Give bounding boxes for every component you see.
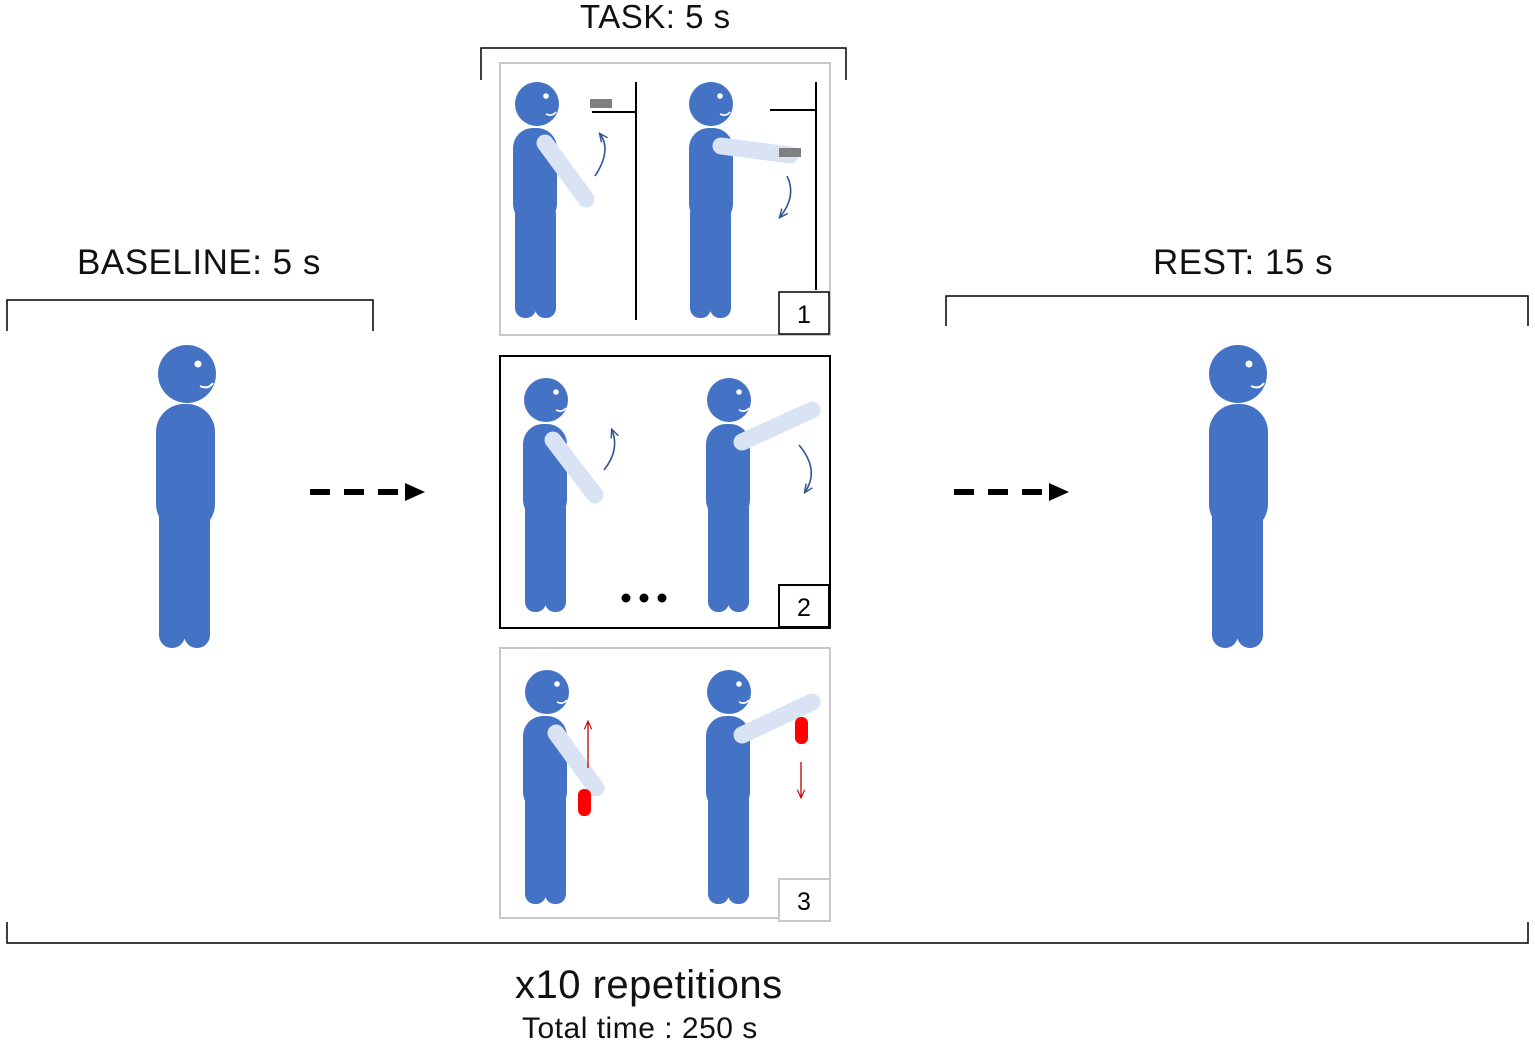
- rest-phase-label: REST: 15 s: [1153, 243, 1334, 282]
- task-panel-3: 3: [499, 647, 831, 922]
- panel2-figure-arm-raised: [706, 378, 821, 612]
- arrow-task-to-rest: [954, 483, 1069, 501]
- repetition-bracket: [6, 922, 1529, 944]
- panel1-figure-arm-down: [513, 82, 595, 318]
- rest-bracket: [945, 295, 1529, 326]
- baseline-figure: [156, 345, 216, 648]
- panel-number-2: 2: [797, 594, 811, 622]
- elastic-band-high: [795, 717, 808, 744]
- panel2-figure-arm-down: [523, 378, 604, 612]
- panel3-figure-arm-down: [523, 670, 605, 904]
- task-bracket: [480, 47, 847, 80]
- panel-number-1: 1: [797, 301, 811, 329]
- task-phase-label: TASK: 5 s: [580, 0, 731, 35]
- elastic-band-low: [578, 789, 591, 816]
- task-panel-1: 1: [499, 62, 831, 336]
- panel3-figure-arm-raised: [706, 670, 821, 904]
- panel1-figure-arm-raised: [689, 82, 799, 318]
- task-panel-2: 2: [499, 355, 831, 629]
- baseline-bracket: [6, 299, 374, 331]
- rest-figure: [1209, 345, 1268, 648]
- total-time-label: Total time : 250 s: [522, 1012, 758, 1045]
- panel-number-3: 3: [797, 888, 811, 916]
- baseline-phase-label: BASELINE: 5 s: [77, 243, 321, 282]
- arrow-baseline-to-task: [310, 483, 425, 501]
- repetitions-label: x10 repetitions: [515, 963, 783, 1007]
- ellipsis-dots: [621, 593, 667, 603]
